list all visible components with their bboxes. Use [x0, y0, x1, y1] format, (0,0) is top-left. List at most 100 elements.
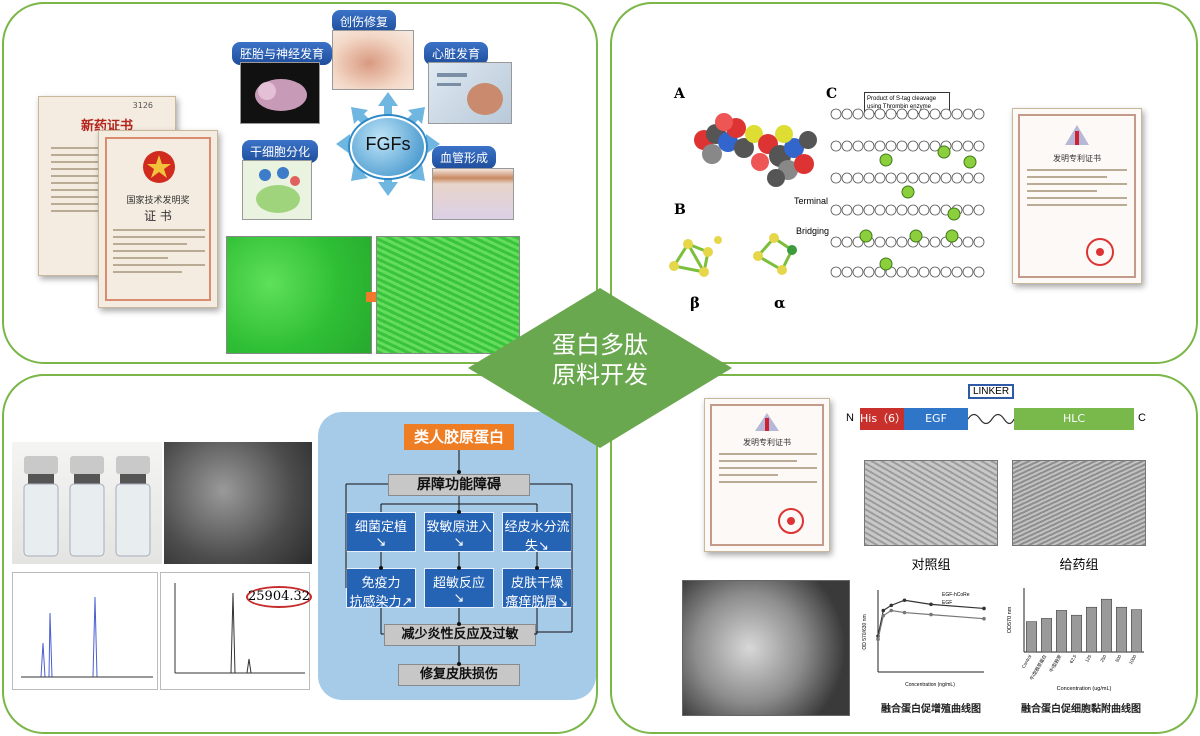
- residue-bead: [973, 172, 985, 184]
- residue-bead: [951, 140, 963, 152]
- construct-linker: LINKER: [968, 384, 1014, 399]
- residue-bead: [830, 108, 842, 120]
- residue-bead: [830, 266, 842, 278]
- x-axis-label: Concentration (ug/mL): [1057, 686, 1112, 692]
- residue-bead: [962, 236, 974, 248]
- hplc-chart: [12, 572, 158, 690]
- residue-bead: [962, 140, 974, 152]
- residue-bead: [907, 108, 919, 120]
- center-diamond: [468, 288, 732, 448]
- cysteine-bead: [937, 145, 951, 159]
- construct-hlc: HLC: [1014, 408, 1134, 430]
- bar: [1026, 621, 1037, 653]
- control-micrograph: [864, 460, 998, 546]
- flow-effect-2: 超敏反应 ↘: [424, 568, 494, 608]
- residue-bead: [907, 204, 919, 216]
- residue-bead: [896, 204, 908, 216]
- cert1-number: 3126: [132, 101, 153, 110]
- residue-bead: [896, 172, 908, 184]
- label-a: A: [674, 86, 685, 102]
- tick-label: 62.5: [1069, 654, 1078, 665]
- residue-bead: [918, 204, 930, 216]
- construct-his: His（6）: [860, 408, 906, 430]
- residue-bead: [874, 236, 886, 248]
- label-c: C: [826, 86, 838, 102]
- control-label: 对照组: [911, 558, 951, 573]
- residue-bead: [841, 172, 853, 184]
- flow-root: 类人胶原蛋白: [404, 424, 514, 450]
- cysteine-bead: [963, 155, 977, 169]
- tick-label: Control: [1021, 654, 1033, 669]
- tick-label: 1000: [1128, 654, 1138, 666]
- patent-bottom-title: 发明专利证书: [743, 438, 791, 447]
- residue-bead: [885, 204, 897, 216]
- bar: [1131, 609, 1142, 653]
- cert2-line2: 证 书: [144, 209, 172, 223]
- patent-certificate-bottom: 发明专利证书: [704, 398, 830, 552]
- cysteine-bead: [901, 185, 915, 199]
- line-chart-caption: 融合蛋白促增殖曲线图: [881, 704, 981, 715]
- residue-bead: [962, 204, 974, 216]
- cert2-line1: 国家技术发明奖: [126, 196, 190, 206]
- residue-bead: [918, 236, 930, 248]
- residue-bead: [940, 266, 952, 278]
- beta-label: β: [690, 294, 700, 312]
- residue-bead: [885, 108, 897, 120]
- residue-bead: [929, 266, 941, 278]
- heart-development-image: [428, 62, 512, 124]
- data-point: [902, 610, 907, 615]
- bar: [1116, 606, 1127, 653]
- y-axis-label: OD 570/630 nm: [862, 614, 868, 649]
- label-stem-cell: 干细胞分化: [242, 140, 319, 163]
- bar: [1041, 618, 1052, 653]
- red-seal-icon: [1086, 238, 1114, 266]
- cysteine-bead: [879, 257, 893, 271]
- residue-bead: [841, 108, 853, 120]
- label-angiogenesis: 血管形成: [432, 146, 497, 169]
- residue-bead: [973, 108, 985, 120]
- center-title-line2: 原料开发: [552, 361, 648, 389]
- center-title: 蛋白多肽 原料开发: [468, 330, 732, 390]
- residue-bead: [874, 172, 886, 184]
- cysteine-bead: [879, 153, 893, 167]
- residue-bead: [863, 266, 875, 278]
- mass-value-label: 25904.32: [246, 586, 312, 608]
- residue-bead: [896, 266, 908, 278]
- construct-n: N: [846, 412, 854, 424]
- residue-bead: [951, 108, 963, 120]
- national-emblem-icon: [143, 151, 175, 183]
- data-point: [982, 616, 986, 621]
- series-line-2: [877, 609, 985, 640]
- bar: [1101, 598, 1112, 653]
- residue-bead: [962, 172, 974, 184]
- residue-bead: [885, 236, 897, 248]
- residue-bead: [874, 204, 886, 216]
- embryo-image: [240, 62, 320, 124]
- flow-cause-1: 细菌定植 ↘: [346, 512, 416, 552]
- residue-bead: [907, 140, 919, 152]
- patent-bottom-text: [719, 453, 817, 488]
- residue-bead: [929, 236, 941, 248]
- residue-bead: [852, 236, 864, 248]
- patent-top-title: 发明专利证书: [1053, 154, 1101, 163]
- tick-label: 250: [1099, 654, 1107, 663]
- residue-bead: [907, 266, 919, 278]
- residue-bead: [841, 140, 853, 152]
- sem-image-fusion: [682, 580, 850, 716]
- peptide-sequence-diagram: [830, 108, 985, 278]
- residue-bead: [907, 172, 919, 184]
- alpha-label: α: [774, 294, 786, 312]
- linker-wave-icon: [968, 413, 1014, 425]
- cysteine-bead: [859, 229, 873, 243]
- x-axis-label: Concentration (ng/mL): [905, 682, 955, 688]
- bar: [1071, 614, 1082, 653]
- alpha-cluster-model: [753, 233, 797, 275]
- bridging-label: Bridging: [796, 226, 830, 236]
- residue-bead: [874, 140, 886, 152]
- patent-top-text: [1027, 169, 1127, 211]
- residue-bead: [918, 172, 930, 184]
- residue-bead: [852, 172, 864, 184]
- flow-cause-2: 致敏原进入 ↘: [424, 512, 494, 552]
- residue-bead: [830, 204, 842, 216]
